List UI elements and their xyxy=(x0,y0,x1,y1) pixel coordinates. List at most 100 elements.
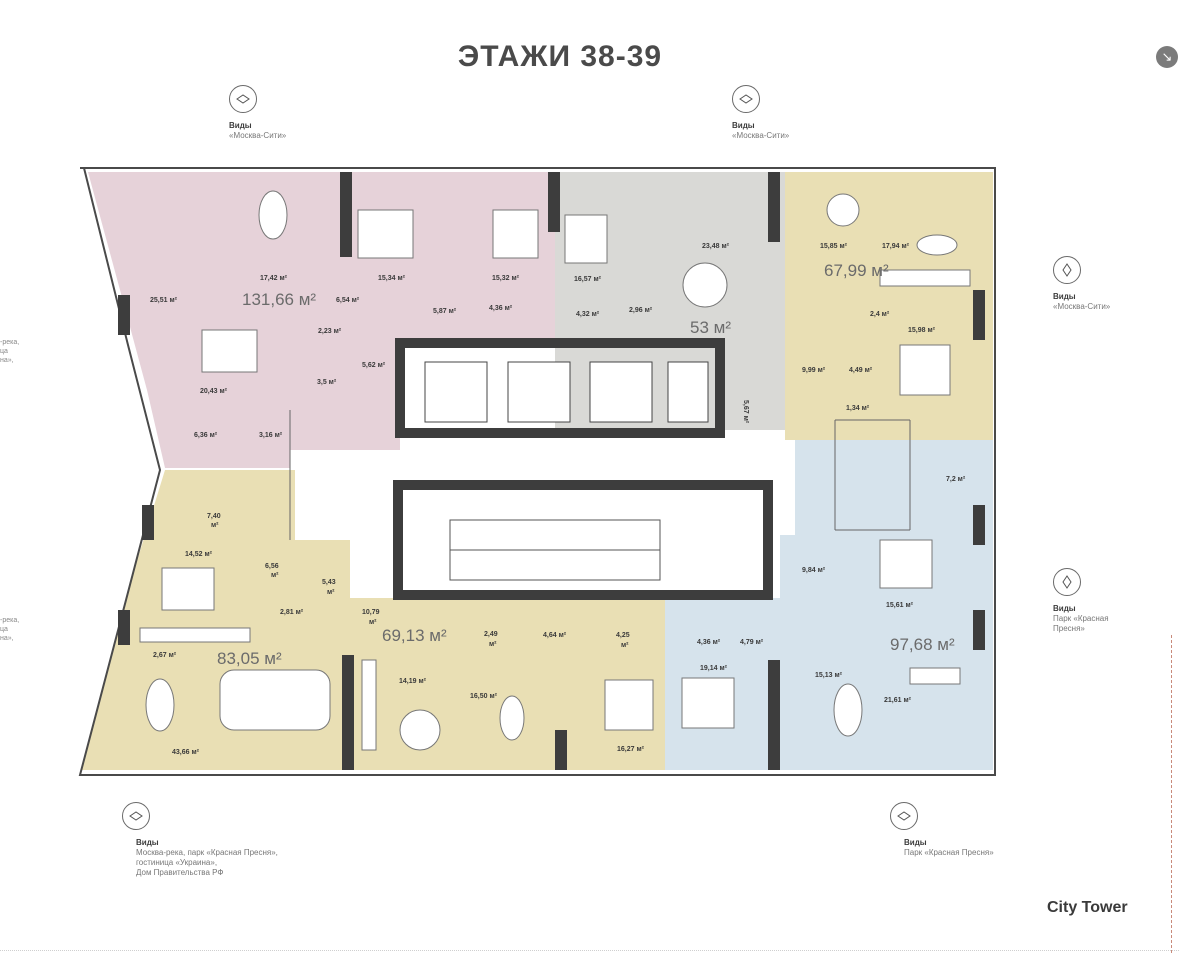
view-text: «Москва-Сити» xyxy=(1053,302,1111,311)
svg-text:4,32 м²: 4,32 м² xyxy=(576,311,600,318)
svg-text:16,27 м²: 16,27 м² xyxy=(617,746,645,753)
svg-text:6,54 м²: 6,54 м² xyxy=(336,297,360,304)
bed xyxy=(492,209,539,259)
bed xyxy=(564,214,608,264)
view-marker-right-top[interactable]: Виды «Москва-Сити» xyxy=(1053,256,1110,312)
svg-text:69,13 м²: 69,13 м² xyxy=(382,626,447,645)
dashed-guide xyxy=(1171,635,1172,953)
svg-text:м²: м² xyxy=(211,522,219,529)
view-label: Виды xyxy=(1053,292,1076,301)
view-text: «Москва-Сити» xyxy=(732,131,790,140)
svg-text:4,49 м²: 4,49 м² xyxy=(849,367,873,374)
svg-text:2,23 м²: 2,23 м² xyxy=(318,328,342,335)
brand-label: City Tower xyxy=(1047,899,1128,916)
svg-text:6,36 м²: 6,36 м² xyxy=(194,432,218,439)
bed xyxy=(201,329,258,373)
svg-text:5,43: 5,43 xyxy=(322,579,336,586)
svg-text:2,67 м²: 2,67 м² xyxy=(153,652,177,659)
eye-icon xyxy=(229,85,257,113)
svg-text:15,85 м²: 15,85 м² xyxy=(820,243,848,250)
dining-table xyxy=(682,262,728,308)
dining-table xyxy=(826,193,860,227)
outer-wall xyxy=(78,167,996,776)
svg-text:15,61 м²: 15,61 м² xyxy=(886,602,914,609)
page-title: ЭТАЖИ 38-39 xyxy=(457,40,663,73)
bed xyxy=(604,679,654,731)
svg-text:3,16 м²: 3,16 м² xyxy=(259,432,283,439)
svg-text:15,13 м²: 15,13 м² xyxy=(815,672,843,679)
svg-text:3,5 м²: 3,5 м² xyxy=(317,379,337,386)
svg-text:м²: м² xyxy=(489,641,497,648)
core-stair xyxy=(393,480,773,600)
svg-text:м²: м² xyxy=(369,619,377,626)
view-label: Виды xyxy=(229,121,252,130)
kitchen-counter xyxy=(139,627,251,643)
svg-text:7,40: 7,40 xyxy=(207,513,221,520)
svg-text:67,99 м²: 67,99 м² xyxy=(824,261,889,280)
svg-text:1,34 м²: 1,34 м² xyxy=(846,405,870,412)
view-text: Дом Правительства РФ xyxy=(136,868,224,877)
view-label: Виды xyxy=(904,838,927,847)
svg-text:м²: м² xyxy=(327,589,335,596)
svg-text:21,61 м²: 21,61 м² xyxy=(884,697,912,704)
eye-icon xyxy=(732,85,760,113)
svg-text:4,79 м²: 4,79 м² xyxy=(740,639,764,646)
svg-text:4,36 м²: 4,36 м² xyxy=(697,639,721,646)
table xyxy=(499,695,525,741)
view-marker-right-mid[interactable]: Виды Парк «Красная Пресня» xyxy=(1053,568,1109,634)
svg-text:м²: м² xyxy=(271,572,279,579)
svg-text:19,14 м²: 19,14 м² xyxy=(700,665,728,672)
svg-text:16,50 м²: 16,50 м² xyxy=(470,693,498,700)
svg-text:9,99 м²: 9,99 м² xyxy=(802,367,826,374)
bed xyxy=(357,209,414,259)
core-shaft-1 xyxy=(424,361,488,423)
sofa xyxy=(909,667,961,685)
svg-text:131,66 м²: 131,66 м² xyxy=(242,290,316,309)
apartment-yellow-top xyxy=(785,172,993,440)
eye-icon xyxy=(122,802,150,830)
dining-table xyxy=(258,190,288,240)
view-marker-bottom-right[interactable]: Виды Парк «Красная Пресня» xyxy=(890,802,994,858)
bed xyxy=(681,677,735,729)
bed xyxy=(161,567,215,611)
svg-text:7,2 м²: 7,2 м² xyxy=(946,476,966,483)
view-text: Москва-река, парк «Красная Пресня», xyxy=(136,848,278,857)
svg-text:15,34 м²: 15,34 м² xyxy=(378,275,406,282)
view-marker-bottom-left[interactable]: Виды Москва-река, парк «Красная Пресня»,… xyxy=(122,802,278,878)
core-top xyxy=(395,338,725,438)
svg-text:2,49: 2,49 xyxy=(484,631,498,638)
bed xyxy=(899,344,951,396)
view-marker-top-mid[interactable]: Виды «Москва-Сити» xyxy=(732,85,789,141)
svg-text:2,96 м²: 2,96 м² xyxy=(629,307,653,314)
svg-text:23,48 м²: 23,48 м² xyxy=(702,243,730,250)
svg-text:97,68 м²: 97,68 м² xyxy=(890,635,955,654)
svg-text:25,51 м²: 25,51 м² xyxy=(150,297,178,304)
svg-text:5,87 м²: 5,87 м² xyxy=(433,308,457,315)
svg-text:20,43 м²: 20,43 м² xyxy=(200,388,228,395)
svg-text:17,94 м²: 17,94 м² xyxy=(882,243,910,250)
bed xyxy=(879,539,933,589)
svg-text:16,57 м²: 16,57 м² xyxy=(574,276,602,283)
view-label: Виды xyxy=(1053,604,1076,613)
core-shaft-2 xyxy=(507,361,571,423)
dining-table xyxy=(833,683,863,737)
svg-text:9,84 м²: 9,84 м² xyxy=(802,567,826,574)
apartment-blue xyxy=(665,440,993,770)
svg-text:4,36 м²: 4,36 м² xyxy=(489,305,513,312)
view-text: Пресня» xyxy=(1053,624,1085,633)
svg-text:17,42 м²: 17,42 м² xyxy=(260,275,288,282)
eye-icon xyxy=(1053,568,1081,596)
arrow-down-right-icon[interactable]: ↘ xyxy=(1156,46,1178,68)
sofa xyxy=(219,669,331,731)
view-text: Парк «Красная Пресня» xyxy=(904,848,994,857)
bottom-divider xyxy=(0,950,1179,951)
svg-text:15,98 м²: 15,98 м² xyxy=(908,327,936,334)
svg-text:м²: м² xyxy=(621,642,629,649)
svg-text:5,62 м²: 5,62 м² xyxy=(362,362,386,369)
svg-text:2,4 м²: 2,4 м² xyxy=(870,311,890,318)
view-text: Парк «Красная xyxy=(1053,614,1109,623)
view-marker-top-left[interactable]: Виды «Москва-Сити» xyxy=(229,85,286,141)
svg-text:15,32 м²: 15,32 м² xyxy=(492,275,520,282)
